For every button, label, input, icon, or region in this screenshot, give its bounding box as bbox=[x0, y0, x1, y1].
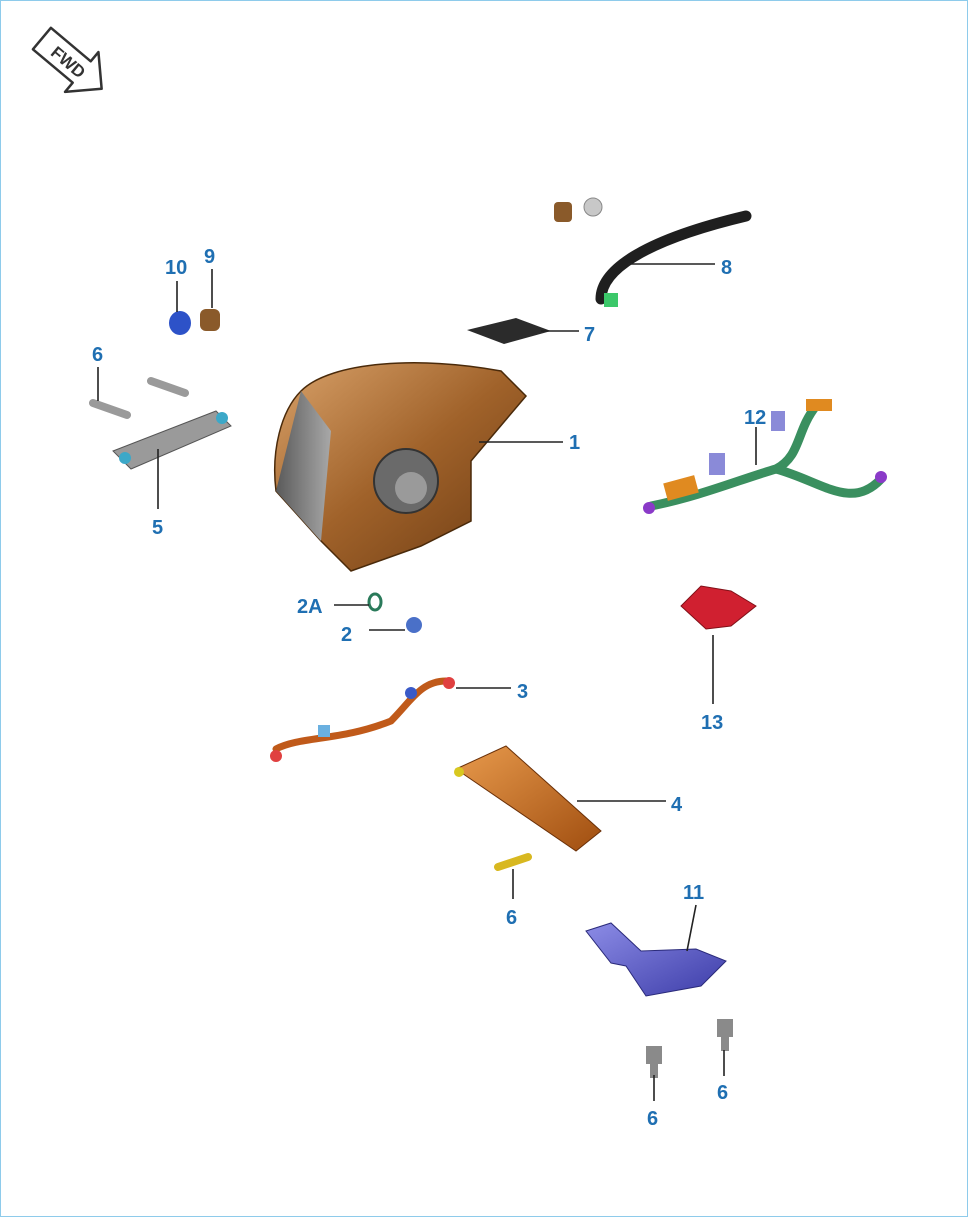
part-2-screw bbox=[406, 617, 422, 633]
part-10-plug bbox=[169, 311, 191, 335]
callout-6-left: 6 bbox=[92, 344, 103, 366]
part-9-grommet bbox=[200, 309, 220, 331]
part-12-wiring-harness bbox=[643, 399, 887, 514]
callout-4: 4 bbox=[671, 794, 683, 816]
callout-2a: 2A bbox=[297, 596, 323, 618]
part-4-bracket bbox=[454, 745, 602, 852]
part-6-bolt-lower-left bbox=[646, 1046, 662, 1078]
part-1-headlamp-housing bbox=[273, 362, 528, 572]
part-11-bracket bbox=[585, 922, 727, 997]
callout-3: 3 bbox=[517, 681, 528, 703]
part-2a-ring bbox=[367, 592, 383, 612]
callout-8: 8 bbox=[721, 257, 732, 279]
part-5-bracket bbox=[112, 410, 232, 470]
part-6-bolt-center bbox=[494, 853, 532, 871]
callout-7: 7 bbox=[584, 324, 595, 346]
part-7-pad bbox=[467, 318, 551, 344]
forward-arrow-icon: FWD bbox=[31, 26, 103, 94]
callout-10: 10 bbox=[165, 257, 187, 279]
part-8-wiring-strip bbox=[554, 197, 752, 307]
callout-5: 5 bbox=[152, 517, 163, 539]
part-6-bolt-lower-right bbox=[717, 1019, 733, 1051]
callout-6-lower-left: 6 bbox=[647, 1108, 658, 1130]
callout-1: 1 bbox=[569, 432, 580, 454]
callout-12: 12 bbox=[744, 407, 766, 429]
callout-6-center: 6 bbox=[506, 907, 517, 929]
part-6-bolt-left-a bbox=[89, 399, 131, 419]
callout-2: 2 bbox=[341, 624, 352, 646]
callout-6-lower-right: 6 bbox=[717, 1082, 728, 1104]
part-6-bolt-left-b bbox=[147, 377, 189, 397]
callout-9: 9 bbox=[204, 246, 215, 268]
callout-13: 13 bbox=[701, 712, 723, 734]
part-13-connector bbox=[680, 585, 757, 630]
part-3-support-rod bbox=[270, 677, 455, 762]
callout-11: 11 bbox=[683, 882, 704, 904]
leader-lines bbox=[97, 263, 757, 1101]
